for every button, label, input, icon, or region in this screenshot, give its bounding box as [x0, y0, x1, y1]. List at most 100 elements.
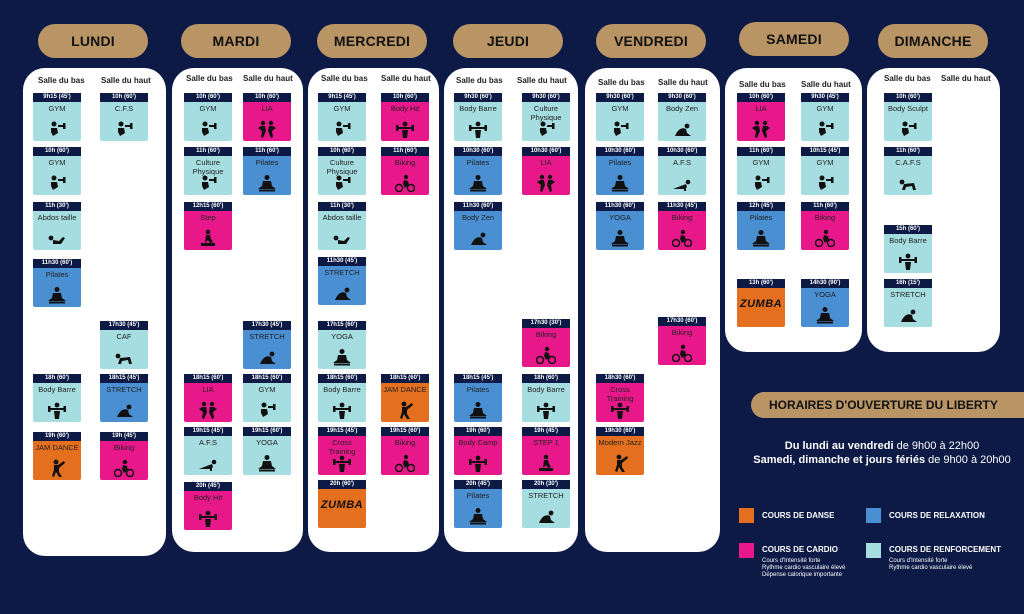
- opening-hours-weekdays: Du lundi au vendredi de 9h00 à 22h00: [740, 439, 1024, 453]
- dancer-icon: [47, 459, 67, 477]
- room-label-bas: Salle du bas: [739, 80, 786, 89]
- class-time: 12h (45'): [737, 202, 785, 211]
- class-name: GYM: [333, 104, 351, 113]
- class-time: 19h15 (60'): [243, 427, 291, 436]
- class-name: Pilates: [608, 158, 632, 167]
- class-card: 11h30 (60') Body Zen: [454, 202, 502, 250]
- dumbbell-icon: [332, 174, 352, 192]
- class-time: 11h30 (60'): [454, 202, 502, 211]
- dancer-icon: [610, 454, 630, 472]
- class-time: 18h15 (60'): [184, 374, 232, 383]
- barbell-icon: [898, 252, 918, 270]
- class-name: GYM: [258, 385, 276, 394]
- hours-weekend-value: de 9h00 à 20h00: [925, 454, 1011, 466]
- class-name: JAM DANCE: [35, 443, 79, 452]
- class-card: 18h15 (60')Body Barre: [318, 374, 366, 422]
- class-card: 19h (60')JAM DANCE: [33, 432, 81, 480]
- class-card: 9h30 (45')GYM: [801, 93, 849, 141]
- class-name: STEP 1: [533, 438, 559, 447]
- class-time: 18h15 (45'): [454, 374, 502, 383]
- day-pill-dimanche: DIMANCHE: [878, 24, 988, 58]
- class-card: 10h30 (60')Pilates: [596, 147, 644, 195]
- dumbbell-icon: [815, 120, 835, 138]
- dumbbell-icon: [198, 120, 218, 138]
- zumba-logo: ZUMBA: [739, 298, 783, 310]
- room-label-bas: Salle du bas: [456, 76, 503, 85]
- room-label-bas: Salle du bas: [321, 74, 368, 83]
- class-name: Body Barre: [323, 385, 361, 394]
- class-time: 10h (60'): [318, 147, 366, 156]
- class-name: C.A.F.S: [895, 158, 921, 167]
- class-name: GYM: [816, 104, 834, 113]
- class-time: 10h30 (60'): [522, 147, 570, 156]
- barbell-icon: [468, 120, 488, 138]
- class-name: A.F.S: [673, 158, 691, 167]
- opening-hours-banner: HORAIRES D'OUVERTURE DU LIBERTY: [751, 392, 1024, 418]
- class-time: 9h15 (45'): [318, 93, 366, 102]
- situp-icon: [47, 229, 67, 247]
- dumbbell-icon: [751, 174, 771, 192]
- class-name: Body Zen: [461, 213, 495, 222]
- class-name: Biking: [671, 213, 693, 222]
- dancers-icon: [536, 174, 556, 192]
- bike-icon: [395, 454, 415, 472]
- class-name: Cross Training: [328, 438, 356, 456]
- class-name: LIA: [261, 104, 273, 113]
- class-name: STRETCH: [249, 332, 285, 341]
- day-pill-vendredi: VENDREDI: [596, 24, 706, 58]
- opening-hours-weekend: Samedi, dimanche et jours fériés de 9h00…: [740, 453, 1024, 467]
- class-card: 19h30 (60')Modern Jazz: [596, 427, 644, 475]
- class-time: 11h (60'): [184, 147, 232, 156]
- room-label-haut: Salle du haut: [517, 76, 567, 85]
- class-name: Culture Physique: [326, 158, 358, 176]
- squat-icon: [114, 348, 134, 366]
- class-time: 17h30 (60'): [658, 317, 706, 326]
- meditation-icon: [610, 229, 630, 247]
- class-card: 17h30 (45') STRETCH: [243, 321, 291, 369]
- stretch-icon: [332, 284, 352, 302]
- class-time: 10h30 (60'): [454, 147, 502, 156]
- barbell-icon: [536, 401, 556, 419]
- dumbbell-icon: [47, 120, 67, 138]
- class-time: 11h (60'): [801, 202, 849, 211]
- class-card: 13h (60') ZUMBA: [737, 279, 785, 327]
- meditation-icon: [751, 229, 771, 247]
- class-name: Body Barre: [38, 385, 76, 394]
- class-time: 10h (60'): [184, 93, 232, 102]
- class-card: 10h (60') Culture Physique: [318, 147, 366, 195]
- class-time: 10h30 (60'): [658, 147, 706, 156]
- class-name: GYM: [48, 158, 66, 167]
- class-time: 13h (60'): [737, 279, 785, 288]
- class-name: Modern Jazz: [598, 438, 642, 447]
- meditation-icon: [47, 286, 67, 304]
- class-time: 11h30 (45'): [318, 257, 366, 266]
- stretch-icon: [114, 401, 134, 419]
- room-label-bas: Salle du bas: [38, 76, 85, 85]
- day-column-lundi: [23, 68, 166, 556]
- class-name: Culture Physique: [192, 158, 224, 176]
- class-name: YOGA: [814, 290, 836, 299]
- class-name: Biking: [113, 443, 135, 452]
- room-label-bas: Salle du bas: [186, 74, 233, 83]
- dumbbell-icon: [332, 120, 352, 138]
- class-name: GYM: [752, 158, 770, 167]
- dancers-icon: [257, 120, 277, 138]
- meditation-icon: [257, 174, 277, 192]
- class-time: 20h (45'): [184, 482, 232, 491]
- class-time: 20h (30'): [522, 480, 570, 489]
- meditation-icon: [332, 348, 352, 366]
- dumbbell-icon: [47, 174, 67, 192]
- class-card: 9h30 (60')Culture Physique: [522, 93, 570, 141]
- class-time: 17h30 (30'): [522, 319, 570, 328]
- class-time: 15h (60'): [884, 225, 932, 234]
- class-time: 18h15 (60'): [381, 374, 429, 383]
- class-name: Pilates: [466, 491, 490, 500]
- class-time: 17h30 (45'): [243, 321, 291, 330]
- class-name: Step: [200, 213, 216, 222]
- class-name: Biking: [394, 158, 416, 167]
- class-name: STRETCH: [890, 290, 926, 299]
- class-name: Body Barre: [889, 236, 927, 245]
- class-card: 19h15 (45')A.F.S: [184, 427, 232, 475]
- class-card: 19h (45')Biking: [100, 432, 148, 480]
- legend-sub-cardio: Cours d'Intensité forte Rythme cardio va…: [762, 558, 846, 578]
